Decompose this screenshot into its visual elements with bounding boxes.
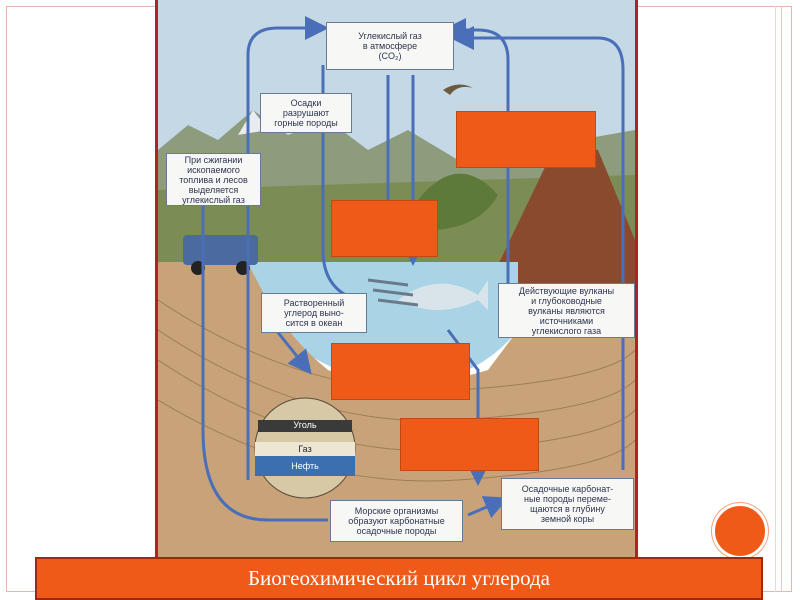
shark xyxy=(398,280,488,310)
cover-box xyxy=(456,111,596,168)
carbon-cycle-illustration: Углекислый газ в атмосфере (CO₂) Осадки … xyxy=(155,0,638,560)
cover-box xyxy=(331,343,470,400)
cover-box xyxy=(400,418,539,471)
arrow xyxy=(201,160,328,522)
box-text: Растворенный углерод выно- сится в океан xyxy=(283,298,345,328)
arrow xyxy=(467,496,509,519)
box-dissolved-carbon: Растворенный углерод выно- сится в океан xyxy=(261,293,367,333)
caption-text: Биогеохимический цикл углерода xyxy=(247,566,550,590)
box-fuel-burning: При сжигании ископаемого топлива и лесов… xyxy=(166,153,261,206)
decorative-circle xyxy=(712,503,768,559)
fish xyxy=(367,278,419,307)
box-co2-atmosphere: Углекислый газ в атмосфере (CO₂) xyxy=(326,22,454,70)
box-text: При сжигании ископаемого топлива и лесов… xyxy=(179,154,248,205)
arrow xyxy=(450,26,625,470)
box-precipitation: Осадки разрушают горные породы xyxy=(260,93,352,133)
volcano xyxy=(498,140,635,300)
fuel-coal-label: Уголь xyxy=(293,420,317,430)
box-volcanoes: Действующие вулканы и глубоководные вулк… xyxy=(498,283,635,338)
box-text: Осадочные карбонат- ные породы переме- щ… xyxy=(521,484,614,524)
frame-line xyxy=(775,6,776,592)
box-text: Действующие вулканы и глубоководные вулк… xyxy=(518,285,615,336)
box-text: Морские организмы образуют карбонатные о… xyxy=(348,506,445,536)
fuel-oil-label: Нефть xyxy=(291,461,319,471)
cover-box xyxy=(331,200,438,257)
box-carbonate-rocks: Осадочные карбонат- ные породы переме- щ… xyxy=(501,478,634,530)
fuel-gas-label: Газ xyxy=(298,444,312,454)
frame-line xyxy=(781,6,782,592)
bird xyxy=(443,84,473,95)
box-marine-organisms: Морские организмы образуют карбонатные о… xyxy=(330,500,463,542)
caption-bar: Биогеохимический цикл углерода xyxy=(35,557,763,600)
arrow xyxy=(246,16,329,270)
box-text: Углекислый газ в атмосфере (CO₂) xyxy=(358,31,422,61)
box-text: Осадки разрушают горные породы xyxy=(274,98,338,128)
illustration-background xyxy=(158,0,635,560)
